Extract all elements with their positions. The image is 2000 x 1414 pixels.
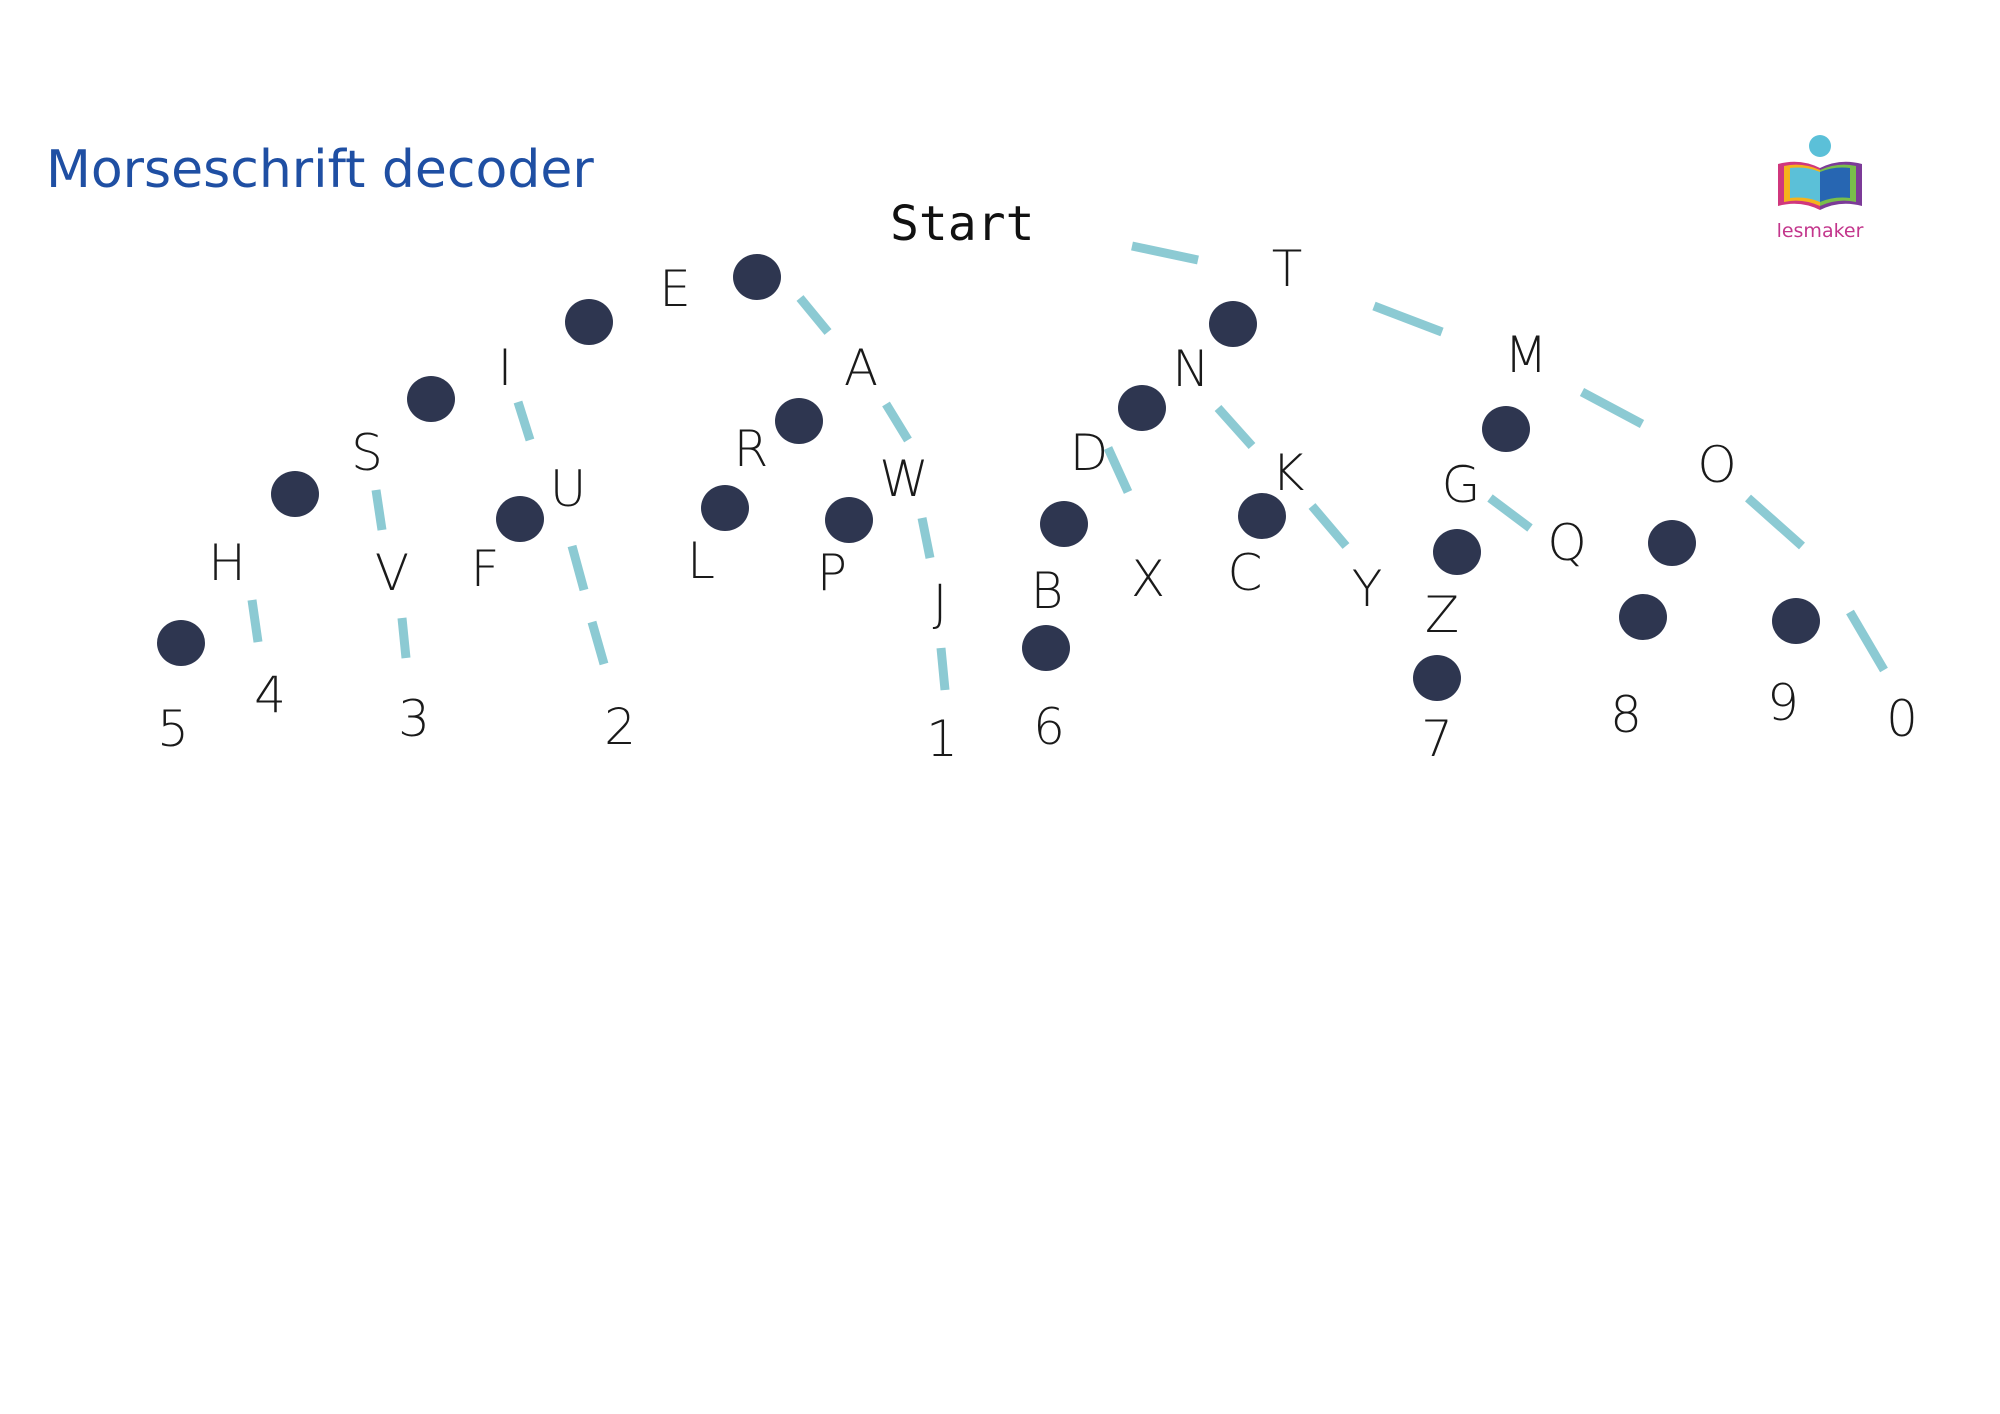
node-label: X	[1131, 550, 1165, 608]
node-label: 9	[1767, 674, 1799, 732]
dot-mark	[1648, 520, 1696, 566]
node-label: 1	[926, 710, 958, 768]
dot-mark	[1413, 655, 1461, 701]
dot-mark	[1238, 493, 1286, 539]
node-label: P	[817, 544, 847, 602]
node-label: R	[734, 420, 769, 478]
node-label: Y	[1352, 560, 1383, 618]
node-label: J	[933, 574, 948, 632]
dot-mark	[1118, 385, 1166, 431]
dash-mark	[567, 544, 589, 592]
dash-mark	[1131, 241, 1199, 265]
dot-mark	[157, 620, 205, 666]
dot-mark	[565, 299, 613, 345]
dot-mark	[1209, 301, 1257, 347]
lesmaker-logo: lesmaker	[1770, 128, 1870, 248]
dot-mark	[1482, 406, 1530, 452]
dash-mark	[397, 617, 411, 659]
node-label: E	[659, 260, 691, 318]
dash-mark	[587, 620, 609, 666]
dot-mark	[1040, 501, 1088, 547]
node-label: 3	[398, 690, 430, 748]
node-label: S	[351, 424, 383, 482]
node-label: 0	[1886, 690, 1918, 748]
dash-mark	[247, 599, 263, 643]
start-label: Start	[890, 196, 1035, 252]
node-label: U	[550, 460, 587, 518]
dash-mark	[796, 295, 832, 335]
node-label: T	[1272, 240, 1303, 298]
node-label: Z	[1425, 586, 1459, 644]
dash-mark	[513, 400, 535, 442]
dash-mark	[882, 401, 912, 443]
node-label: 6	[1033, 698, 1065, 756]
node-label: O	[1697, 436, 1736, 494]
page-title: Morseschrift decoder	[46, 140, 594, 200]
node-label: W	[879, 450, 928, 508]
node-label: 4	[254, 666, 286, 724]
node-label: M	[1504, 326, 1547, 384]
dash-mark	[1846, 609, 1888, 673]
dot-mark	[733, 254, 781, 300]
dash-mark	[1579, 388, 1645, 428]
dash-mark	[1308, 503, 1350, 549]
dash-mark	[1745, 494, 1805, 550]
open-book-icon	[1778, 135, 1862, 210]
node-label: L	[687, 532, 715, 590]
node-label: 8	[1610, 686, 1642, 744]
dash-mark	[1372, 301, 1444, 337]
dot-mark	[1772, 598, 1820, 644]
dot-mark	[825, 497, 873, 543]
dot-mark	[496, 496, 544, 542]
dash-mark	[1103, 446, 1133, 494]
dot-mark	[1433, 529, 1481, 575]
dash-mark	[1487, 494, 1533, 532]
dash-mark	[1214, 404, 1256, 450]
dash-mark	[917, 517, 935, 559]
node-label: 2	[604, 698, 636, 756]
node-label: A	[844, 339, 878, 397]
node-label: 7	[1421, 710, 1453, 768]
node-label: F	[471, 540, 500, 598]
node-label: G	[1442, 456, 1481, 514]
node-label: K	[1272, 444, 1305, 502]
dot-mark	[271, 471, 319, 517]
node-label: 5	[157, 700, 189, 758]
node-label: I	[498, 339, 513, 397]
node-label: Q	[1547, 514, 1586, 572]
dash-mark	[936, 647, 950, 691]
node-label: C	[1228, 544, 1263, 602]
dot-mark	[775, 398, 823, 444]
logo-text: lesmaker	[1776, 220, 1864, 242]
dash-mark	[371, 489, 387, 531]
dot-mark	[701, 485, 749, 531]
node-label: D	[1070, 424, 1109, 482]
dot-mark	[1619, 594, 1667, 640]
dot-mark	[407, 376, 455, 422]
dot-mark	[1022, 625, 1070, 671]
node-label: N	[1172, 340, 1209, 398]
node-label: B	[1031, 562, 1064, 620]
node-label: H	[208, 534, 246, 592]
node-label: V	[375, 544, 409, 602]
